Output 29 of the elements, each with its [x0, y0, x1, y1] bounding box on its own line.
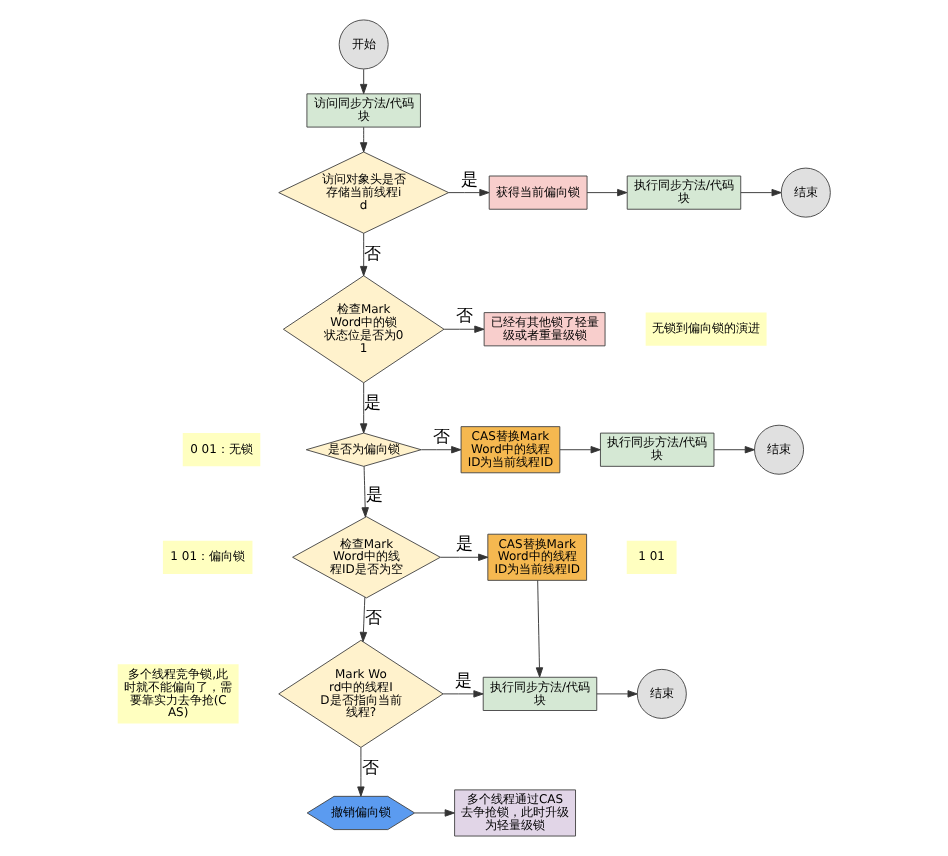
arrow [360, 126, 368, 153]
edge-label: 否 [365, 607, 382, 628]
arrow [596, 690, 638, 698]
edge-label: 否 [364, 242, 381, 263]
arrow [359, 596, 368, 642]
arrow [713, 446, 755, 454]
arrow [442, 690, 484, 698]
edge-label: 是 [456, 533, 473, 554]
arrow [586, 188, 628, 197]
arrow [360, 232, 368, 277]
edge-label: 是 [460, 168, 477, 189]
arrow [439, 553, 489, 561]
edge-label: 是 [366, 483, 383, 504]
arrow [420, 446, 462, 454]
arrow [448, 188, 490, 197]
edge-label: 否 [361, 756, 378, 777]
arrow [361, 465, 369, 518]
arrow [414, 809, 455, 817]
arrow [357, 747, 365, 797]
arrow [360, 68, 368, 95]
arrow [740, 188, 782, 197]
arrow [559, 446, 601, 454]
edge-label: 否 [456, 305, 473, 326]
edge-label: 是 [455, 669, 472, 690]
arrow [443, 325, 485, 333]
edge-label: 否 [433, 425, 450, 446]
edge-label: 是 [364, 392, 381, 413]
arrow [360, 382, 368, 434]
arrow [535, 580, 544, 678]
